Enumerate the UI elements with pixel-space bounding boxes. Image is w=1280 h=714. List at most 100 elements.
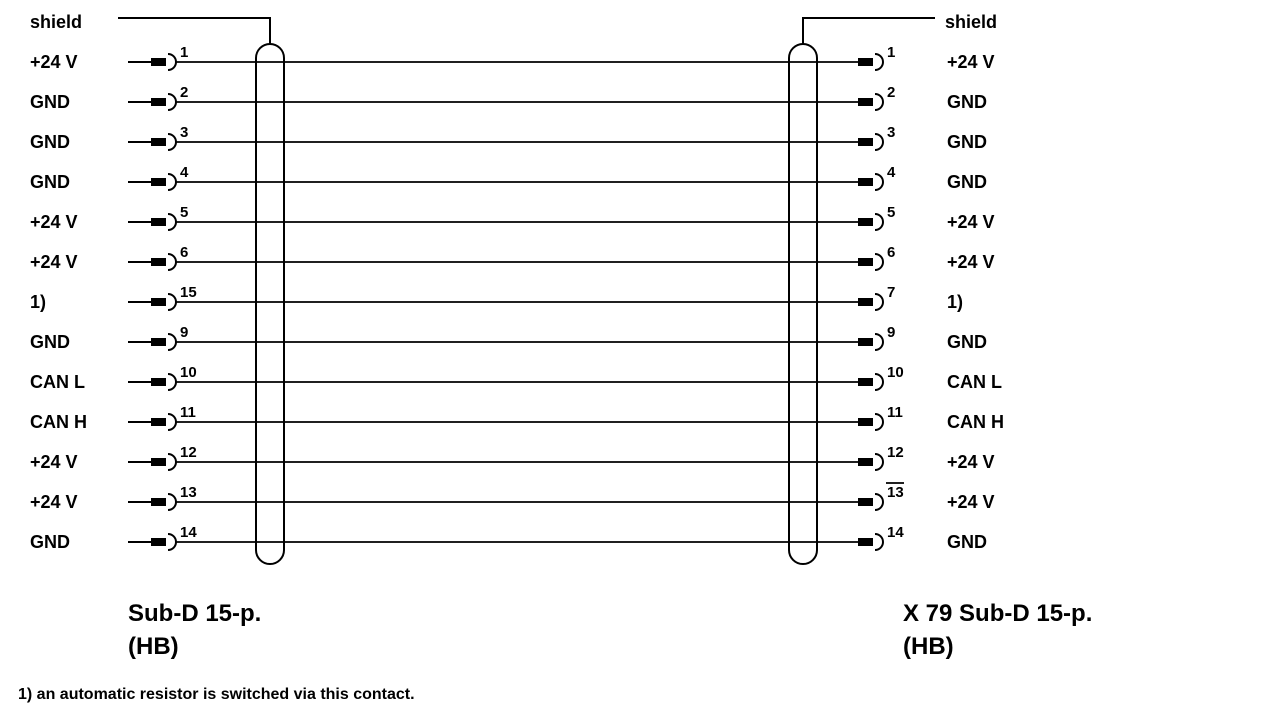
left-socket-arc: [167, 293, 177, 311]
right-signal-label: CAN H: [947, 412, 1004, 432]
right-signal-label: GND: [947, 132, 987, 152]
right-pin-number: 9: [887, 324, 895, 341]
left-pin-number: 6: [180, 244, 188, 261]
left-socket-arc: [167, 533, 177, 551]
left-pin-number: 14: [180, 524, 197, 541]
left-signal-label: 1): [30, 292, 46, 312]
left-signal-label: CAN L: [30, 372, 85, 392]
left-pin-number: 12: [180, 444, 197, 461]
left-contact-pin: [151, 378, 166, 386]
left-signal-label: +24 V: [30, 452, 78, 472]
left-pin-number: 1: [180, 44, 188, 61]
right-contact-pin: [858, 458, 873, 466]
right-socket-arc: [874, 253, 884, 271]
left-socket-arc: [167, 453, 177, 471]
right-contact-pin: [858, 378, 873, 386]
left-socket-arc: [167, 213, 177, 231]
right-contact-pin: [858, 258, 873, 266]
left-pin-number: 9: [180, 324, 188, 341]
right-signal-label: CAN L: [947, 372, 1002, 392]
left-signal-label: +24 V: [30, 252, 78, 272]
right-connector-name: X 79 Sub-D 15-p.: [903, 600, 1092, 627]
right-contact-pin: [858, 218, 873, 226]
right-socket-arc: [874, 213, 884, 231]
shield-label-left: shield: [30, 12, 82, 32]
right-contact-pin: [858, 298, 873, 306]
left-pin-number: 15: [180, 284, 197, 301]
right-pin-number: 5: [887, 204, 895, 221]
right-socket-arc: [874, 533, 884, 551]
left-socket-arc: [167, 493, 177, 511]
left-socket-arc: [167, 413, 177, 431]
right-pin-number: 3: [887, 124, 895, 141]
right-contact-pin: [858, 178, 873, 186]
left-signal-label: GND: [30, 92, 70, 112]
right-contact-pin: [858, 338, 873, 346]
left-pin-number: 2: [180, 84, 188, 101]
left-contact-pin: [151, 298, 166, 306]
right-pin-number: 6: [887, 244, 895, 261]
left-signal-label: +24 V: [30, 212, 78, 232]
right-signal-label: +24 V: [947, 452, 995, 472]
right-signal-label: GND: [947, 172, 987, 192]
left-socket-arc: [167, 333, 177, 351]
right-socket-arc: [874, 453, 884, 471]
right-socket-arc: [874, 333, 884, 351]
left-socket-arc: [167, 173, 177, 191]
wire-row: 1) 15 7 1): [30, 284, 963, 312]
right-signal-label: GND: [947, 92, 987, 112]
right-pin-number: 4: [887, 164, 896, 181]
right-pin-number: 2: [887, 84, 895, 101]
wire-row: +24 V 1 1 +24 V: [30, 44, 995, 72]
right-pin-number: 10: [887, 364, 904, 381]
right-contact-pin: [858, 418, 873, 426]
left-signal-label: GND: [30, 132, 70, 152]
wire-row: CAN L 10 10 CAN L: [30, 364, 1002, 392]
left-pin-number: 5: [180, 204, 188, 221]
right-socket-arc: [874, 93, 884, 111]
left-signal-label: +24 V: [30, 52, 78, 72]
left-contact-pin: [151, 538, 166, 546]
wire-row: +24 V 6 6 +24 V: [30, 244, 995, 272]
left-socket-arc: [167, 373, 177, 391]
right-contact-pin: [858, 98, 873, 106]
left-contact-pin: [151, 98, 166, 106]
right-signal-label: +24 V: [947, 492, 995, 512]
right-pin-number: 1: [887, 44, 895, 61]
left-connector-name: Sub-D 15-p.: [128, 600, 261, 627]
left-contact-pin: [151, 258, 166, 266]
right-contact-pin: [858, 498, 873, 506]
left-contact-pin: [151, 58, 166, 66]
left-socket-arc: [167, 93, 177, 111]
left-socket-arc: [167, 133, 177, 151]
right-signal-label: +24 V: [947, 252, 995, 272]
left-socket-arc: [167, 253, 177, 271]
right-signal-label: +24 V: [947, 52, 995, 72]
right-contact-pin: [858, 58, 873, 66]
left-signal-label: GND: [30, 532, 70, 552]
left-pin-number: 11: [180, 404, 196, 421]
right-pin-number: 7: [887, 284, 895, 301]
wire-row: GND 2 2 GND: [30, 84, 987, 112]
left-signal-label: GND: [30, 172, 70, 192]
left-contact-pin: [151, 218, 166, 226]
left-contact-pin: [151, 138, 166, 146]
shield-line-left: [118, 17, 271, 44]
wire-row: +24 V 12 12 +24 V: [30, 444, 995, 472]
shield-label-right: shield: [945, 12, 997, 32]
right-pin-number: 12: [887, 444, 904, 461]
right-contact-pin: [858, 538, 873, 546]
right-signal-label: GND: [947, 332, 987, 352]
left-pin-number: 10: [180, 364, 197, 381]
left-contact-pin: [151, 498, 166, 506]
right-contact-pin: [858, 138, 873, 146]
right-socket-arc: [874, 53, 884, 71]
right-signal-label: 1): [947, 292, 963, 312]
